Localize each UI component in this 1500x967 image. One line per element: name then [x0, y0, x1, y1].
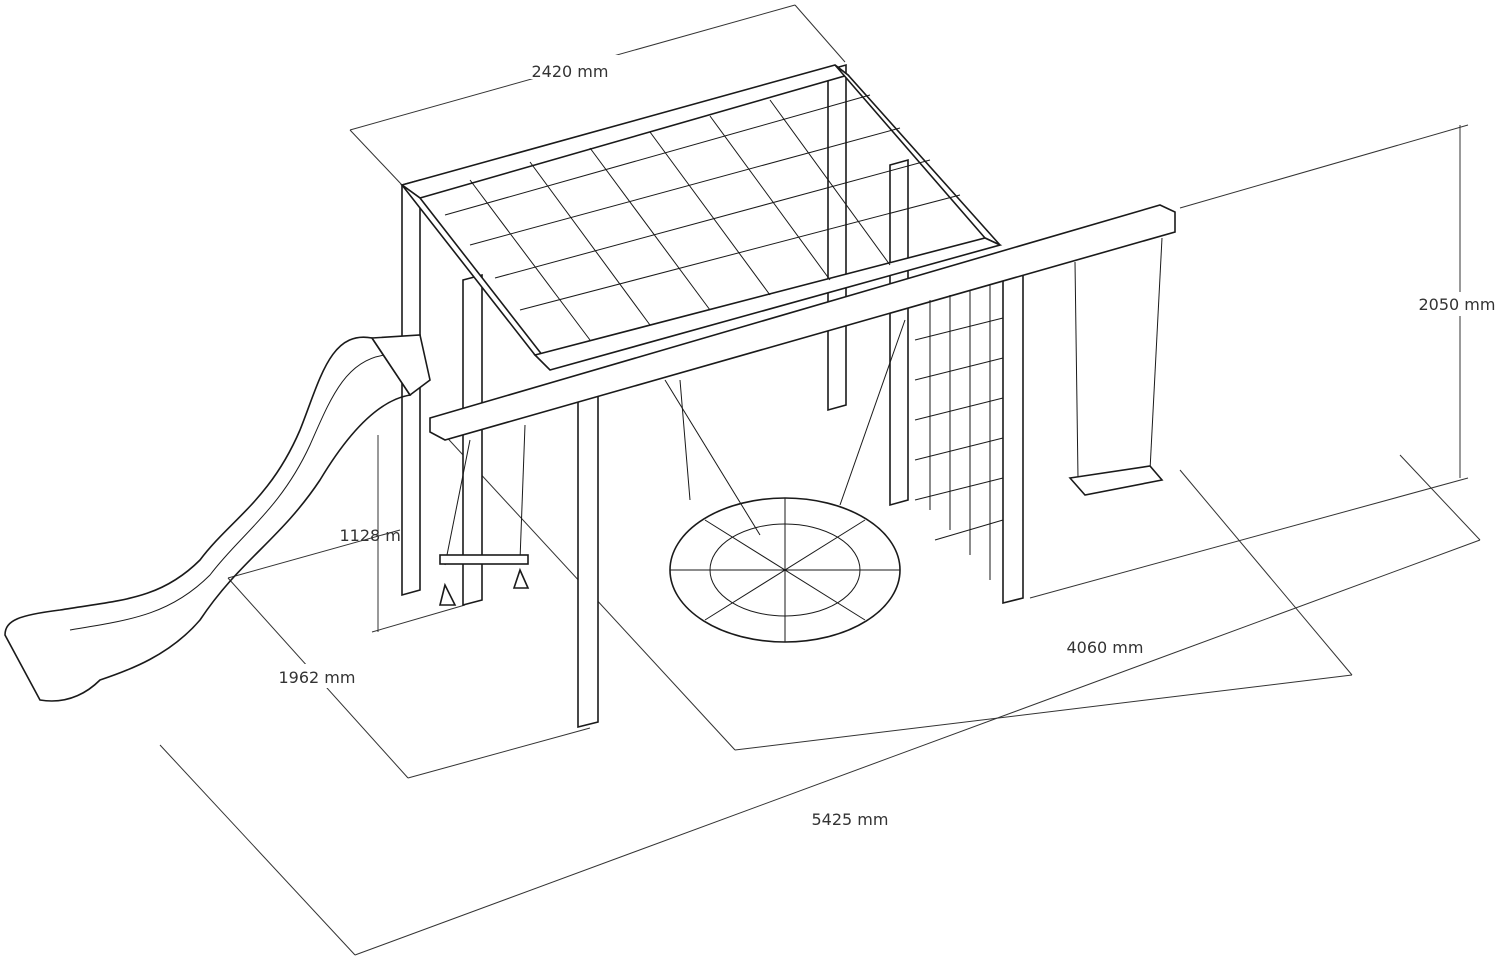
nest-swing: [664, 319, 906, 643]
slide: [4, 334, 431, 702]
dimension-frame-depth: 1962 mm: [227, 529, 591, 779]
swing-beam: [429, 204, 1176, 441]
belt-swing: [1068, 237, 1164, 496]
label-swing-beam: 4060 mm: [1067, 638, 1144, 657]
dimension-top-width: 2420 mm: [349, 4, 846, 186]
climbing-net: [914, 285, 1004, 580]
dimension-height: 2050 mm: [1029, 124, 1500, 599]
label-frame-depth: 1962 mm: [279, 668, 356, 687]
label-height: 2050 mm: [1419, 295, 1496, 314]
dimension-total-length: 5425 mm: [159, 454, 1481, 956]
monkey-bars-frame: [400, 64, 1003, 371]
label-top-width: 2420 mm: [532, 62, 609, 81]
trapeze-swing: [438, 424, 530, 606]
label-total-length: 5425 mm: [812, 810, 889, 829]
